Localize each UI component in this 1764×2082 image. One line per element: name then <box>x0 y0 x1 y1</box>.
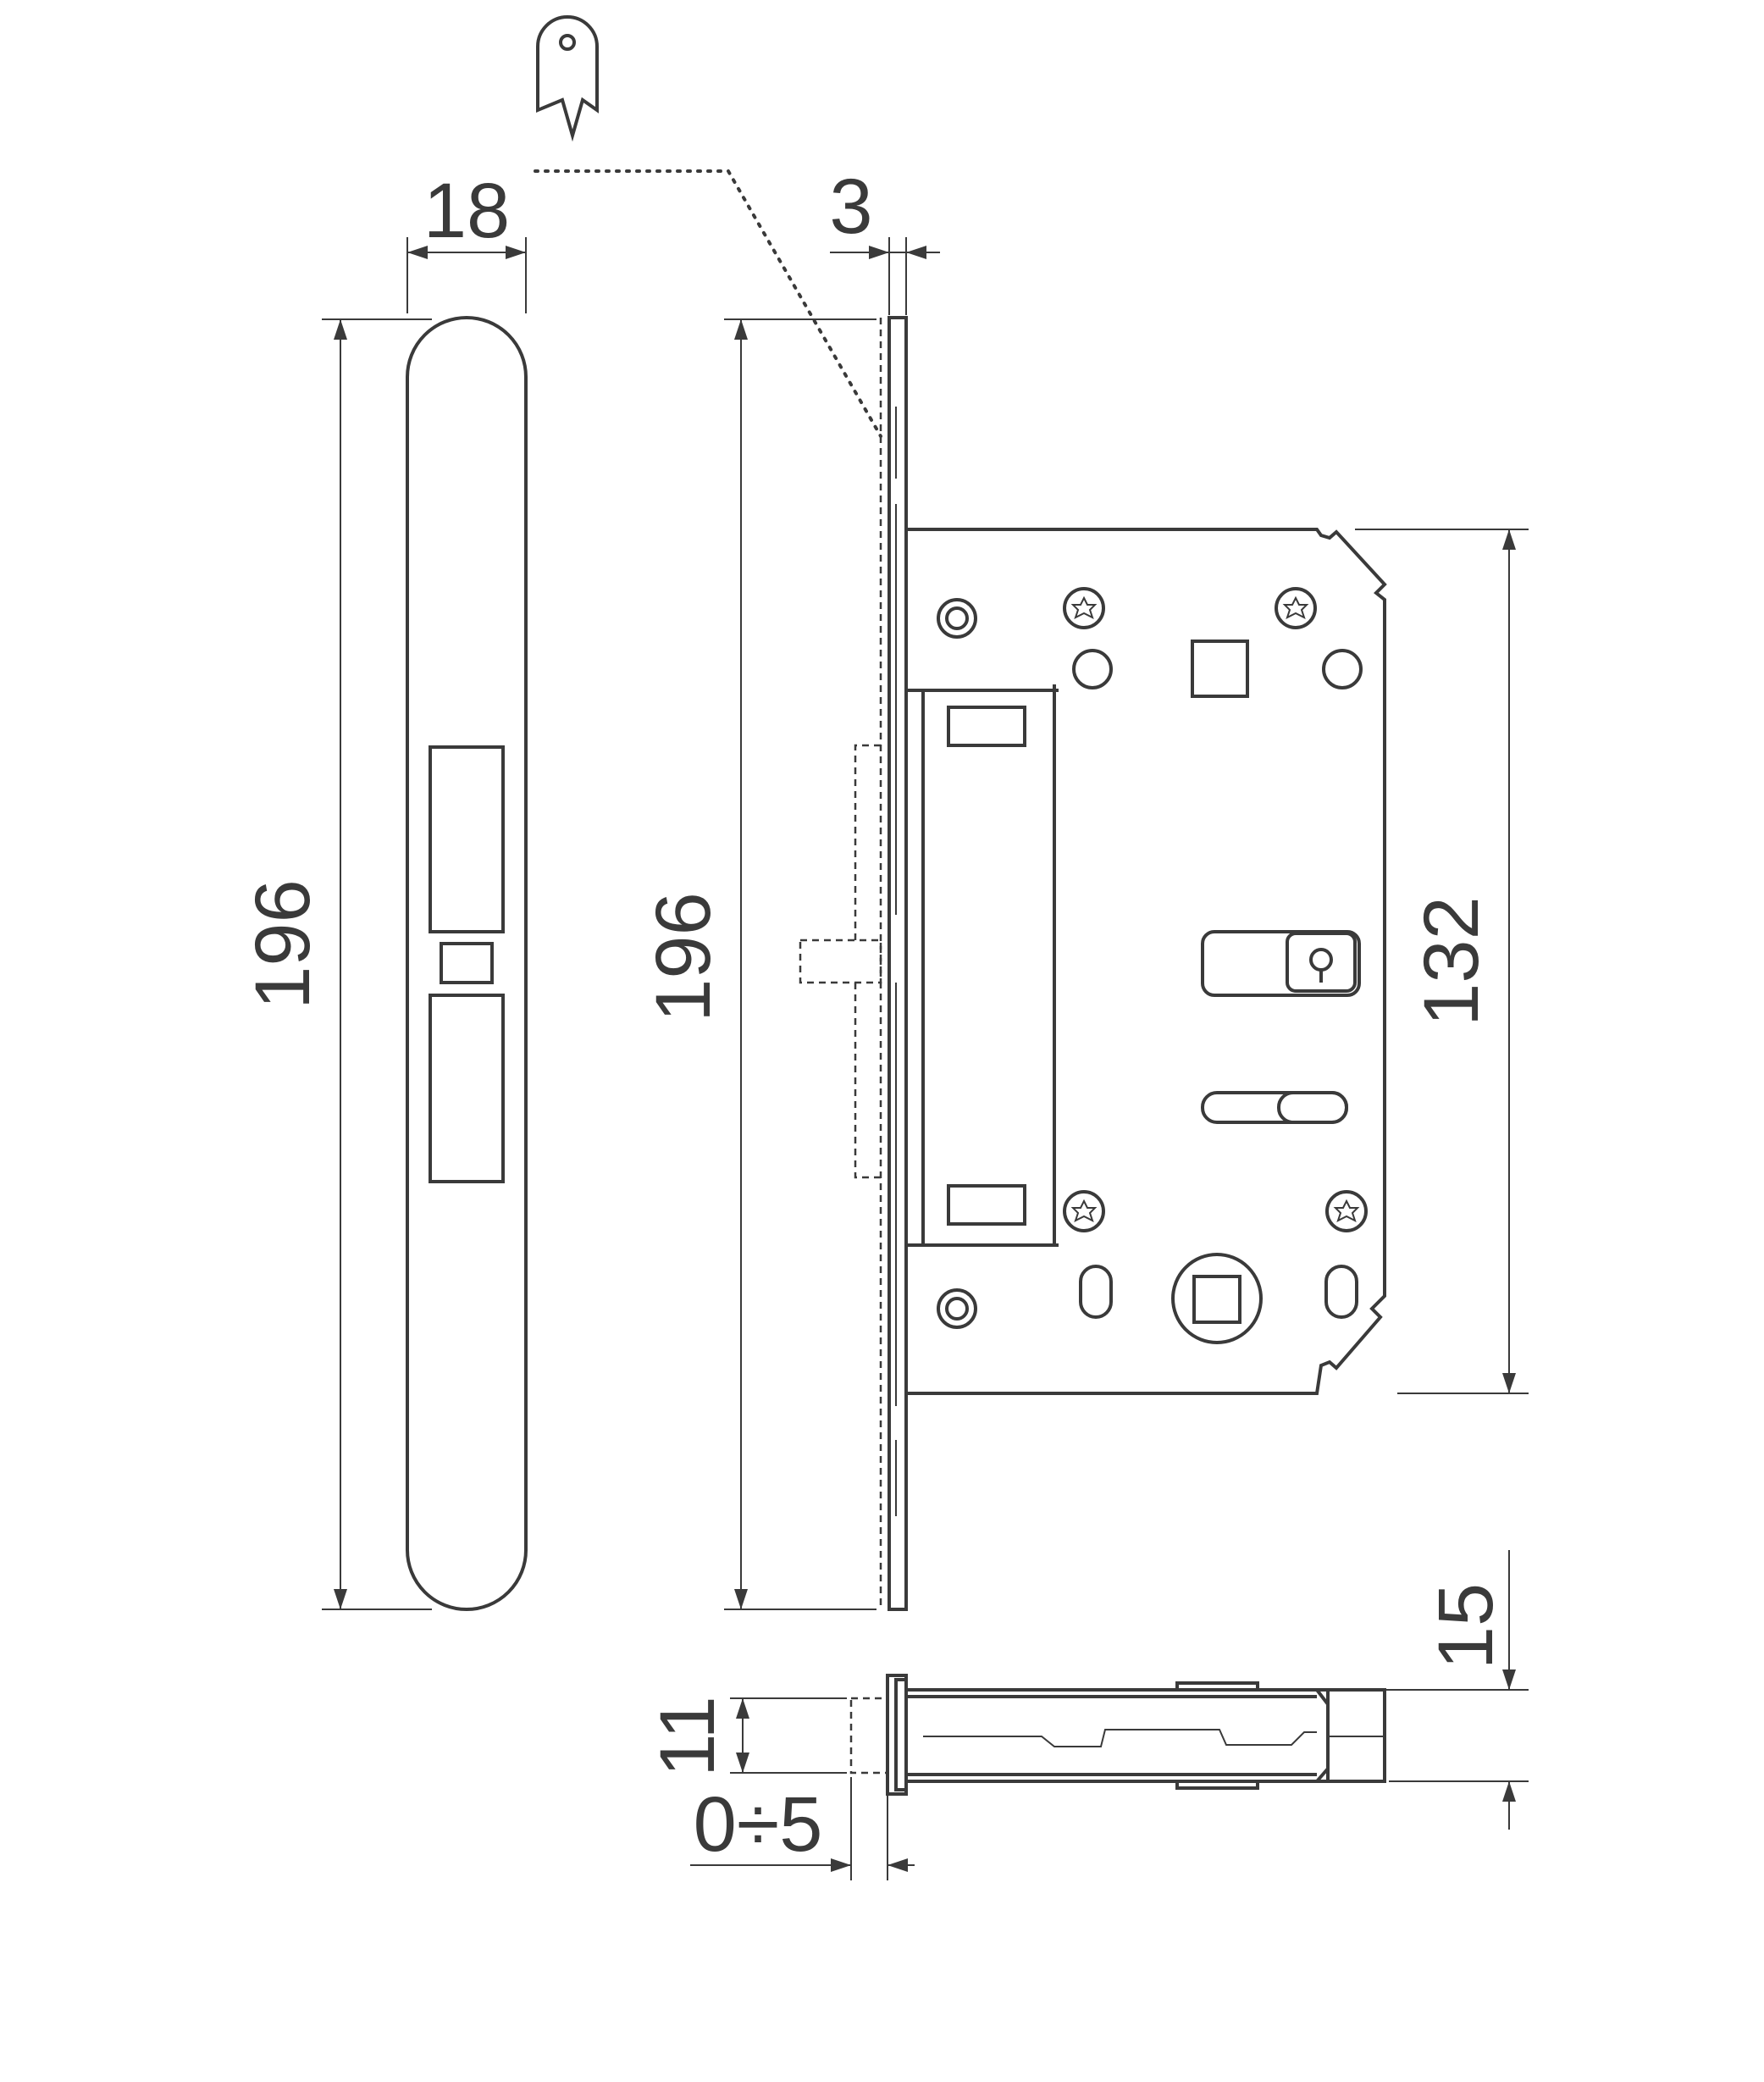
dim-latch-adjustment <box>690 1777 915 1880</box>
dim-faceplate-height-front <box>322 318 432 1610</box>
dim-faceplate-height-side <box>724 318 876 1610</box>
dim-latch-width <box>1258 1550 1529 1830</box>
dim-latch-adjustment-label: 0÷5 <box>694 1781 823 1868</box>
dim-latch-height-label: 11 <box>644 1696 731 1777</box>
dim-faceplate-thickness-label: 3 <box>829 163 872 250</box>
door-tag-icon <box>536 15 599 142</box>
dim-faceplate-width-label: 18 <box>423 168 510 254</box>
dim-latch-width-label: 15 <box>1423 1583 1509 1669</box>
tag-leader-line <box>534 169 882 438</box>
dim-faceplate-width <box>406 237 527 313</box>
dim-case-height-label: 132 <box>1408 896 1495 1027</box>
dim-faceplate-thickness <box>830 237 940 315</box>
dim-faceplate-height-front-label: 196 <box>240 879 326 1010</box>
lock-bottom-view <box>849 1674 1386 1796</box>
lock-side-view <box>799 316 1387 1611</box>
dim-latch-height <box>730 1697 847 1774</box>
faceplate-front-view <box>406 316 528 1611</box>
dim-faceplate-height-side-label: 196 <box>640 892 727 1022</box>
dim-case-height <box>1355 529 1529 1394</box>
